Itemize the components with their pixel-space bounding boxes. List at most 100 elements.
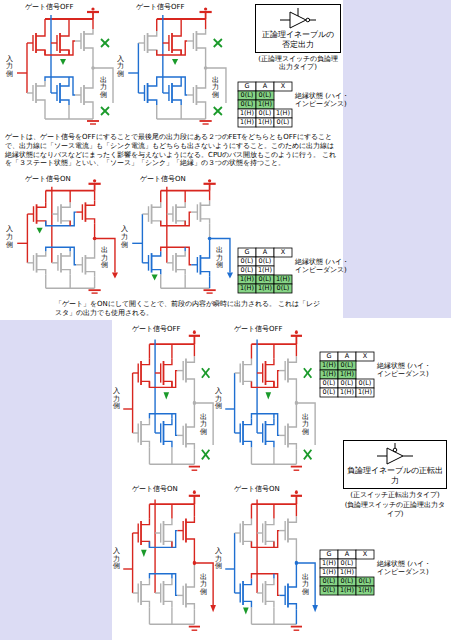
current-arrow [141,550,147,557]
wire [152,270,161,275]
wire [133,372,139,373]
table-cell-box [338,586,356,595]
wire [164,519,172,525]
table-cell: 1(H) [338,370,356,379]
table-cell: 0(L) [238,91,256,100]
wire [160,191,161,203]
table-cell-box [338,361,356,370]
current-arrow [152,275,158,281]
wire [132,243,142,244]
wire [251,344,252,358]
wire [101,107,109,115]
wire [37,251,46,256]
wire [291,466,302,468]
table-cell-box [256,284,274,293]
wire [294,630,300,631]
table-cell: 0(L) [320,379,338,388]
table-cell-box [320,559,338,568]
symbol-stroke [298,8,299,16]
fet-circuit [132,179,233,293]
node-dot [295,401,298,405]
wire [84,29,93,34]
table-cell-box [256,248,274,257]
wire [243,601,251,607]
wire [256,339,257,433]
wire [155,532,161,533]
wire [284,361,285,380]
wire [162,15,163,93]
wire [214,39,222,47]
truth-table [320,352,374,397]
wire [84,48,93,53]
wire [194,563,213,605]
wire [251,531,279,548]
wire [182,361,183,380]
wire [240,423,241,442]
wire [194,496,196,504]
table-cell: 1(H) [256,118,274,127]
panel-ground [343,0,451,318]
wire [251,574,279,596]
wire [160,423,161,442]
wire [203,289,215,291]
wire [152,251,161,256]
table-cell: X [356,550,374,559]
wire [296,563,297,581]
table-cell: A [338,352,356,361]
wire [186,444,194,450]
wire [295,336,297,344]
wire [296,403,315,445]
wire [186,356,194,362]
wire [84,83,93,88]
wire [191,211,197,212]
wire [164,601,172,607]
wire [149,414,177,436]
wire [243,381,251,387]
fet-circuit [17,179,118,293]
wire [184,247,185,251]
wire [288,356,296,362]
table-cell-box [274,109,292,118]
wire [149,447,150,464]
wire [304,368,311,378]
table-cell-box [238,275,256,284]
wire [94,224,95,239]
wire [172,100,181,105]
current-arrow [243,607,249,614]
wire [101,107,109,115]
wire [87,120,99,122]
wire [37,202,46,207]
wire [257,432,263,433]
wire [156,105,157,119]
wire [160,363,161,382]
wire [148,255,149,271]
wire [138,363,139,382]
wire [138,423,139,442]
wire [294,470,300,471]
wire [57,255,58,271]
signal-label: ゲート信号OFF [25,3,74,12]
wire [189,466,200,468]
wire [288,444,296,450]
node-dot [204,66,208,70]
wire [154,499,155,593]
truth-table [238,82,292,127]
table-cell: G [238,82,256,91]
wire [257,372,263,373]
wire [163,92,169,93]
node-dot [295,561,298,565]
buffer-symbol [375,443,415,465]
wire [148,100,157,105]
table-cell: 1(H) [320,559,338,568]
wire [148,206,149,222]
wire [191,264,197,265]
vdd-dot [295,490,298,494]
current-arrow [210,605,216,612]
symbol-caption: (正スイッチ正転出力タイプ) [343,491,447,499]
wire [266,441,274,447]
wire [176,270,185,275]
wire [225,408,234,409]
wire [68,77,69,81]
wire [56,85,57,101]
wire [273,504,274,518]
